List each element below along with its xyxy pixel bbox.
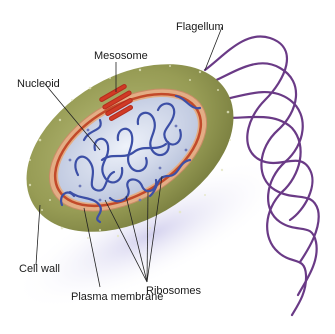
label-mesosome: Mesosome — [94, 50, 148, 62]
label-nucleoid: Nucleoid — [17, 78, 60, 90]
label-plasma-membrane: Plasma membrane — [71, 291, 163, 303]
label-flagellum: Flagellum — [176, 21, 224, 33]
label-cell-wall: Cell wall — [19, 263, 60, 275]
